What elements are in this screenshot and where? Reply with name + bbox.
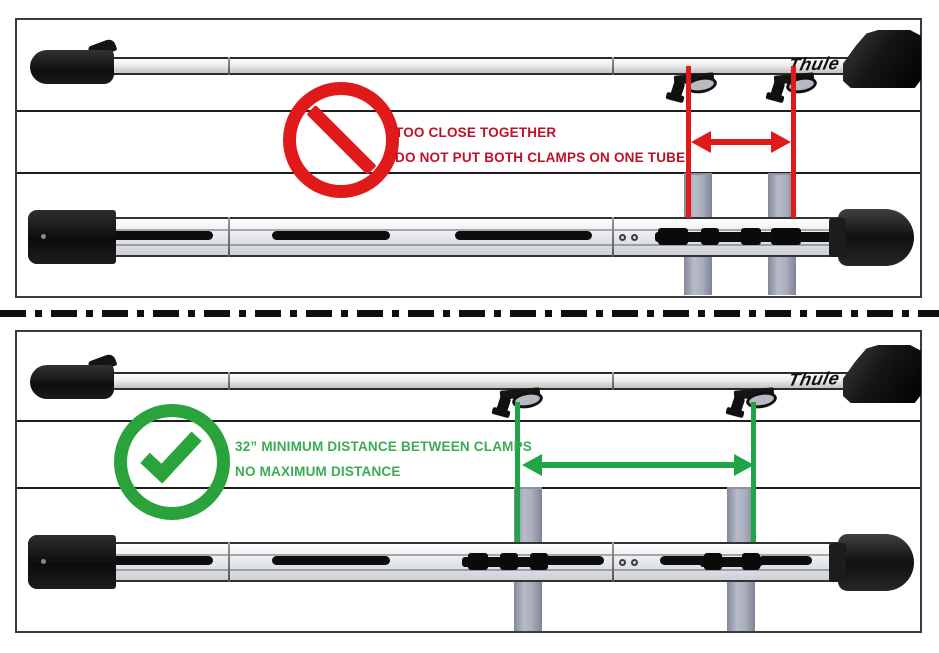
thule-logo: Thule [786, 368, 842, 390]
arrow-shaft [538, 462, 738, 468]
rail-end-cap [28, 535, 116, 589]
bar-joint [612, 57, 614, 75]
arrow-head-right [734, 454, 754, 476]
distance-guide-line-right [791, 66, 796, 218]
approval-line-1: 32” MINIMUM DISTANCE BETWEEN CLAMPS [235, 439, 533, 454]
rail-rivet [619, 234, 626, 241]
rail-handle [829, 209, 914, 266]
bar-joint [228, 372, 230, 390]
rail-slot [272, 556, 390, 565]
mounting-clamp-1 [665, 72, 720, 108]
warning-line-1: TOO CLOSE TOGETHER [395, 125, 557, 140]
annotation-band-bottom-line [17, 487, 920, 489]
rail-joint [612, 217, 614, 257]
rail-slot [85, 231, 213, 240]
warning-text: TOO CLOSE TOGETHER DO NOT PUT BOTH CLAMP… [395, 120, 685, 170]
annotation-band-top-line [17, 110, 920, 112]
rail-rivet [619, 559, 626, 566]
distance-guide-line-left [686, 66, 691, 218]
annotation-band-bottom-line [17, 172, 920, 174]
distance-guide-line-left [515, 402, 520, 542]
correct-mounting-panel: Thule [15, 330, 922, 633]
upper-load-bar [34, 372, 888, 390]
rail-joint [612, 542, 614, 582]
rail-channel-line [30, 569, 850, 571]
bar-joint [612, 372, 614, 390]
clamp-block [742, 553, 760, 570]
arrow-shaft [707, 139, 775, 145]
warning-line-2: DO NOT PUT BOTH CLAMPS ON ONE TUBE [395, 150, 686, 165]
annotation-band-top-line [17, 420, 920, 422]
rail-slot [660, 556, 713, 565]
clamp-block [741, 228, 761, 245]
clamp-block [530, 553, 548, 570]
clamp-block [704, 553, 722, 570]
bar-end-grip [30, 50, 114, 84]
check-circle-icon [114, 404, 230, 520]
clamp-block [771, 228, 801, 245]
thule-logo: Thule [786, 53, 842, 75]
distance-arrow [522, 453, 754, 477]
divider-dash-line [0, 310, 939, 317]
no-symbol-slash [305, 104, 377, 176]
arrow-head-left [522, 454, 542, 476]
rail-slot [542, 556, 604, 565]
approval-text: 32” MINIMUM DISTANCE BETWEEN CLAMPS NO M… [235, 434, 532, 484]
rail-channel-line [30, 554, 850, 556]
rail-joint [228, 542, 230, 582]
no-symbol-icon [283, 82, 399, 198]
incorrect-mounting-panel: Thule [15, 18, 922, 298]
rail-end-cap [28, 210, 116, 264]
check-mark [140, 420, 202, 484]
rail-slot [758, 556, 812, 565]
rail-channel-line [30, 244, 850, 246]
rail-handle [829, 534, 914, 591]
rail-slot [85, 556, 213, 565]
arrow-head-left [691, 131, 711, 153]
rail-slot [272, 231, 390, 240]
bar-joint [228, 57, 230, 75]
bar-end-grip [30, 365, 114, 399]
upper-load-bar [34, 57, 888, 75]
clamp-block [701, 228, 719, 245]
distance-arrow [691, 130, 791, 154]
clamp-block [468, 553, 488, 570]
clamp-block [500, 553, 518, 570]
rail-channel-line [30, 229, 850, 231]
rail-slot [455, 231, 592, 240]
rail-joint [228, 217, 230, 257]
clamp-tie-rod [700, 557, 762, 567]
approval-line-2: NO MAXIMUM DISTANCE [235, 464, 401, 479]
arrow-head-right [771, 131, 791, 153]
clamp-block [658, 228, 688, 245]
rail-rivet [631, 234, 638, 241]
rail-rivet [631, 559, 638, 566]
